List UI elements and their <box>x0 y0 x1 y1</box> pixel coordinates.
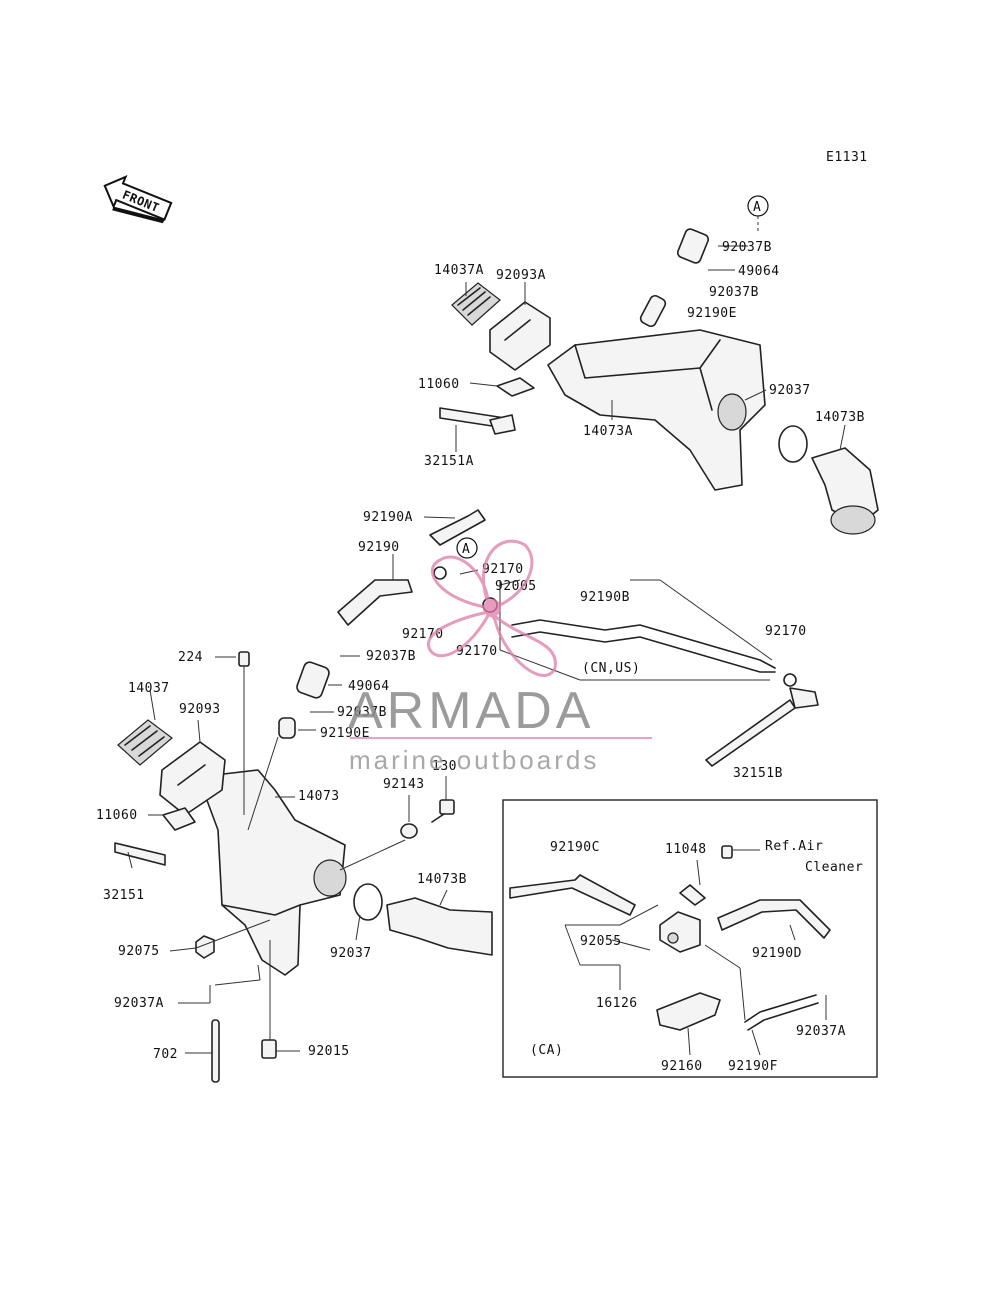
plate-11060-bottom <box>162 807 196 831</box>
label-92190A: 92190A <box>363 510 413 525</box>
label-14073: 14073 <box>298 789 340 804</box>
bolt-130 <box>431 799 455 823</box>
watermark-subtitle: marine outboards <box>349 745 599 775</box>
label-92143: 92143 <box>383 777 425 792</box>
damper-49064-bottom <box>296 661 330 699</box>
nut-92075 <box>195 935 215 959</box>
propeller-logo-icon <box>426 539 557 677</box>
label-92037A-b: 92037A <box>796 1024 846 1039</box>
label-49064-a: 49064 <box>738 264 780 279</box>
label-ref-cleaner: Cleaner <box>805 860 863 875</box>
ref-marker-a-top-label: A <box>753 200 761 215</box>
label-ca: (CA) <box>530 1043 563 1058</box>
label-92190F: 92190F <box>728 1059 778 1074</box>
label-14073B-a: 14073B <box>815 410 865 425</box>
label-92190B: 92190B <box>580 590 630 605</box>
ref-marker-a-mid: A <box>456 537 478 559</box>
label-92190D: 92190D <box>752 946 802 961</box>
label-14037A: 14037A <box>434 263 484 278</box>
label-92037B-a: 92037B <box>722 240 772 255</box>
hose-32151A <box>439 407 516 435</box>
label-92190: 92190 <box>358 540 400 555</box>
label-92037B-c: 92037B <box>366 649 416 664</box>
label-cn-us: (CN,US) <box>582 661 640 676</box>
label-92093A: 92093A <box>496 268 546 283</box>
hose-92190C <box>509 874 636 916</box>
label-92170-c: 92170 <box>402 627 444 642</box>
label-92015: 92015 <box>308 1044 350 1059</box>
air-chamber-14073A <box>547 329 766 491</box>
ref-marker-a-mid-label: A <box>462 542 470 557</box>
label-702: 702 <box>153 1047 178 1062</box>
hose-92190E-top <box>639 294 667 328</box>
label-92075: 92075 <box>118 944 160 959</box>
label-224: 224 <box>178 650 203 665</box>
label-130: 130 <box>432 759 457 774</box>
hose-702 <box>211 1019 220 1083</box>
flame-arrester-14037 <box>117 719 173 766</box>
bracket-92160 <box>656 992 721 1031</box>
clip-92015 <box>261 1039 277 1059</box>
label-92190C: 92190C <box>550 840 600 855</box>
hose-92190E-bottom <box>278 717 296 739</box>
label-92037B-b: 92037B <box>709 285 759 300</box>
hose-92190 <box>337 579 413 626</box>
grommet-92143 <box>400 823 418 839</box>
label-32151: 32151 <box>103 888 145 903</box>
ca-inset-box <box>502 799 878 1078</box>
label-92170-d: 92170 <box>456 644 498 659</box>
label-92093: 92093 <box>179 702 221 717</box>
label-11048: 11048 <box>665 842 707 857</box>
label-92190E-a: 92190E <box>687 306 737 321</box>
label-92170-b: 92170 <box>765 624 807 639</box>
label-92037A-a: 92037A <box>114 996 164 1011</box>
label-11060-b: 11060 <box>96 808 138 823</box>
flame-arrester-14037A <box>451 282 501 326</box>
watermark: ARMADA marine outboards <box>348 539 652 775</box>
label-49064-b: 49064 <box>348 679 390 694</box>
label-92037B-d: 92037B <box>337 705 387 720</box>
plate-11060-top <box>496 377 535 397</box>
valve-16126 <box>659 911 701 953</box>
hose-92190A <box>429 509 486 546</box>
clamp-92037-bottom <box>353 883 383 921</box>
gasket-92093A <box>489 301 551 371</box>
label-92170-a: 92170 <box>482 562 524 577</box>
label-92055: 92055 <box>580 934 622 949</box>
part-labels: 92037B 49064 92037B 92190E 14037A 92093A… <box>96 240 865 1074</box>
bolt-224 <box>238 651 250 815</box>
clamp-92037-top <box>778 425 808 463</box>
hose-32151 <box>114 842 166 866</box>
air-chamber-14073 <box>204 769 347 976</box>
label-14073B-b: 14073B <box>417 872 467 887</box>
bracket-11048 <box>679 845 733 906</box>
diagram-code: E1131 <box>826 150 868 165</box>
duct-14073B-bottom <box>386 897 493 956</box>
hose-92190D <box>717 899 831 939</box>
front-arrow-icon: FRONT <box>103 175 173 224</box>
damper-49064-top <box>676 228 710 264</box>
hose-92190B <box>511 619 776 673</box>
label-92160: 92160 <box>661 1059 703 1074</box>
hose-32151B <box>705 687 819 767</box>
hose-92190F <box>744 994 819 1031</box>
label-92037-b: 92037 <box>330 946 372 961</box>
label-32151B: 32151B <box>733 766 783 781</box>
label-14073A: 14073A <box>583 424 633 439</box>
label-ref-air: Ref.Air <box>765 839 823 854</box>
label-11060-a: 11060 <box>418 377 460 392</box>
watermark-title: ARMADA <box>348 682 594 740</box>
label-14037: 14037 <box>128 681 170 696</box>
label-32151A: 32151A <box>424 454 474 469</box>
label-92005: 92005 <box>495 579 537 594</box>
ref-marker-a-top: A <box>747 195 769 217</box>
duct-14073B-top <box>811 447 879 535</box>
label-92037-a: 92037 <box>769 383 811 398</box>
label-16126: 16126 <box>596 996 638 1011</box>
